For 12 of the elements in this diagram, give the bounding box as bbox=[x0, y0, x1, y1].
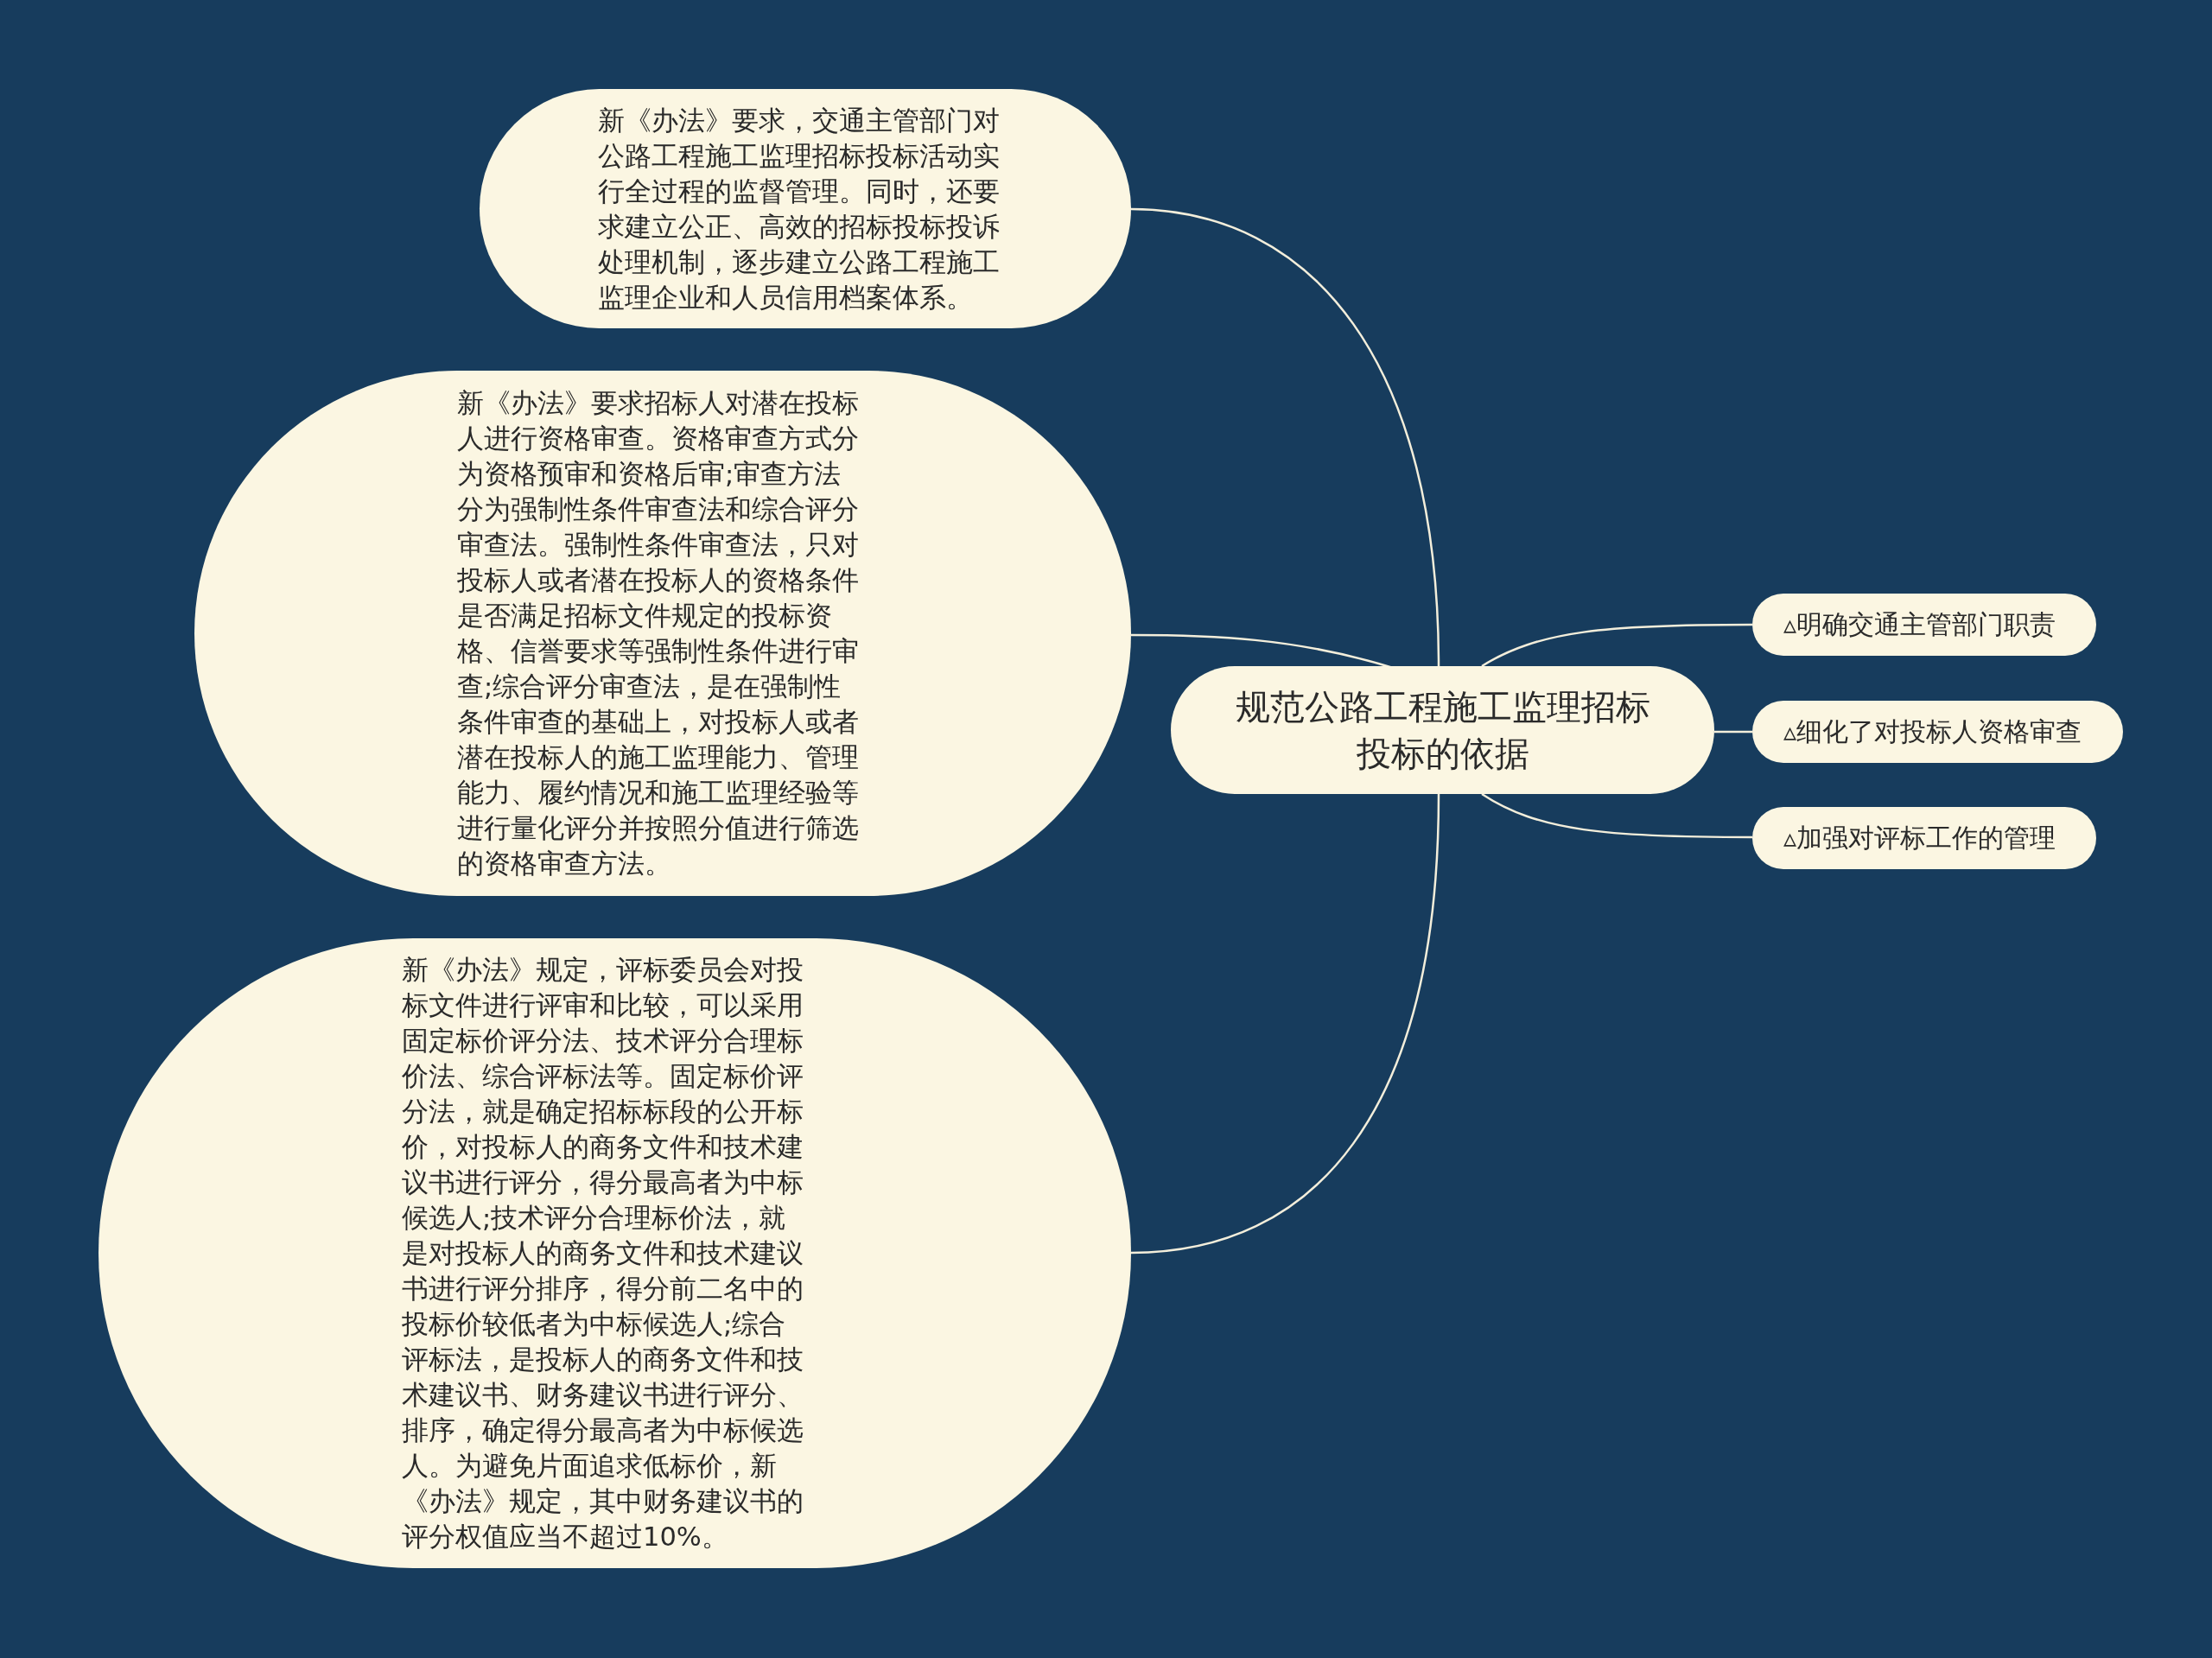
connector-curve bbox=[1481, 623, 1752, 668]
node-text: 新《办法》要求，交通主管部门对公路工程施工监理招标投标活动实行全过程的监督管理。同时，还要求建立公正、高效的招标投标投诉处理机制，逐步建立公路工程施工监理企业和人员信用档案体系。 bbox=[598, 104, 1001, 314]
node-text: ▵细化了对投标人资格审查 bbox=[1783, 715, 2083, 748]
connector-curve bbox=[1714, 730, 1752, 734]
node-text: ▵加强对评标工作的管理 bbox=[1783, 822, 2057, 854]
connector-curve bbox=[1130, 207, 1440, 667]
connector-curve bbox=[1481, 792, 1752, 839]
connector-curve bbox=[1130, 793, 1440, 1255]
node-text: ▵明确交通主管部门职责 bbox=[1783, 608, 2057, 641]
node-text: 新《办法》规定，评标委员会对投标文件进行评审和比较，可以采用固定标价评分法、技术评分合理标价法、综合评标法等。固定标价评分法，就是确定招标标段的公开标价，对投标人的商务文件和技术建议书进行评分，得分最高者为中标候选人;技术评分合理标价法，就是对投标人的商务文件和技术建议书进行评分排序，得分前二名中的投标价较低者为中标候选人;综合评标法，是投标人的商务文件和技术建议书、财务建议书进行评分、排序，确定得分最高者为中标候选人。为避免片面追求低标价，新《办法》规定，其中财务建议书的评分权值应当不超过10%。 bbox=[402, 954, 804, 1553]
node-text: 新《办法》要求招标人对潜在投标人进行资格审查。资格审查方式分为资格预审和资格后审;审查方法分为强制性条件审查法和综合评分审查法。强制性条件审查法，只对投标人或者潜在投标人的资格条件是否满足招标文件规定的投标资格、信誉要求等强制性条件进行审查;综合评分审查法，是在强制性条件审查的基础上，对投标人或者潜在投标人的施工监理能力、管理能力、履约情况和施工监理经验等进行量化评分并按照分值进行筛选的资格审查方法。 bbox=[457, 387, 860, 880]
node-text: 规范公路工程施工监理招标投标的依据 bbox=[1235, 686, 1650, 775]
